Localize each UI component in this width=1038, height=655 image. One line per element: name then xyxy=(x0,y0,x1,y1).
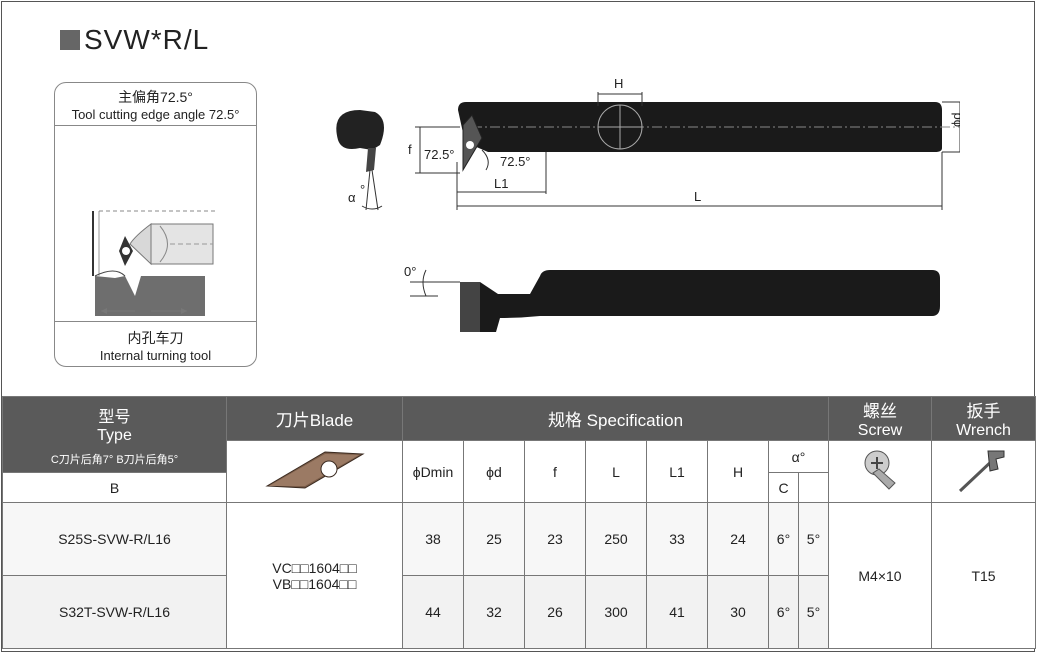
dim-l1-label: L1 xyxy=(494,176,508,191)
blade-header: 刀片Blade xyxy=(226,396,403,441)
wrench-icon xyxy=(958,450,1004,493)
row-f: 26 xyxy=(524,575,586,649)
row-l1: 41 xyxy=(646,575,708,649)
zero-angle-label: 0° xyxy=(404,264,416,279)
screw-header-en: Screw xyxy=(857,422,903,439)
col-l-header: L xyxy=(585,440,647,503)
row-f: 23 xyxy=(524,502,586,576)
blade-header-label: 刀片Blade xyxy=(275,411,354,430)
type-header-en: Type xyxy=(97,426,132,444)
angle-info-box: 主偏角72.5° Tool cutting edge angle 72.5° 内… xyxy=(54,82,257,367)
insert-icon xyxy=(264,451,365,489)
row-l: 300 xyxy=(585,575,647,649)
col-h-header: H xyxy=(707,440,769,503)
spec-table: 型号 Type C刀片后角7° B刀片后角5° 刀片Blade 规格 Speci… xyxy=(2,396,1036,649)
side-view: 0° xyxy=(404,264,940,332)
table-row: S32T-SVW-R/L16 44 32 26 300 41 30 6° 5° xyxy=(2,575,1036,649)
technical-drawing: α ° H ϕd f 72.5° 72.5° L1 xyxy=(336,76,960,332)
col-alpha-header: α° xyxy=(768,440,829,473)
angle-footer-cn: 内孔车刀 xyxy=(127,330,184,346)
screw-icon xyxy=(864,450,896,490)
wrench-value: T15 xyxy=(931,502,1036,649)
row-h: 30 xyxy=(707,575,769,649)
type-header: 型号 Type C刀片后角7° B刀片后角5° xyxy=(2,396,227,473)
row-c: 5° xyxy=(798,502,829,576)
turning-illustration xyxy=(92,210,215,316)
blade-codes-cell: VC□□1604□□ VB□□1604□□ xyxy=(226,502,403,649)
spec-header-label: 规格 Specification xyxy=(547,411,684,430)
row-d: 32 xyxy=(463,575,525,649)
row-dmin: 44 xyxy=(402,575,464,649)
dim-h-label: H xyxy=(614,76,623,91)
row-b: 6° xyxy=(768,502,799,576)
blade-code-2: VB□□1604□□ xyxy=(272,575,357,592)
dim-l-label: L xyxy=(694,189,701,204)
row-d: 25 xyxy=(463,502,525,576)
row-dmin: 38 xyxy=(402,502,464,576)
alpha-label: α xyxy=(348,190,356,205)
col-f-header: f xyxy=(524,440,586,503)
type-header-note: C刀片后角7° B刀片后角5° xyxy=(50,453,179,466)
row-h: 24 xyxy=(707,502,769,576)
title-square-icon xyxy=(60,30,80,50)
row-c: 5° xyxy=(798,575,829,649)
top-view: H ϕd f 72.5° 72.5° L1 L xyxy=(408,76,960,210)
col-b-header: B xyxy=(2,472,227,503)
wrench-header: 扳手 Wrench xyxy=(931,396,1036,441)
col-dmin-header: ϕDmin xyxy=(402,440,464,503)
page-title: SVW*R/L xyxy=(84,24,210,55)
angle-footer-en: Internal turning tool xyxy=(99,348,212,363)
row-type: S25S-SVW-R/L16 xyxy=(2,502,227,576)
col-d-header: ϕd xyxy=(463,440,525,503)
angle-right-label: 72.5° xyxy=(500,154,531,169)
wrench-header-cn: 扳手 xyxy=(966,402,1001,421)
col-l1-header: L1 xyxy=(646,440,708,503)
alpha-deg-label: ° xyxy=(360,182,365,197)
row-b: 6° xyxy=(768,575,799,649)
angle-header-en: Tool cutting edge angle 72.5° xyxy=(71,107,240,122)
wrench-image-cell xyxy=(931,440,1036,503)
table-row: S25S-SVW-R/L16 VC□□1604□□ VB□□1604□□ 38 … xyxy=(2,502,1036,649)
wrench-header-en: Wrench xyxy=(956,422,1011,439)
row-l: 250 xyxy=(585,502,647,576)
screw-value: M4×10 xyxy=(828,502,932,649)
spec-header: 规格 Specification xyxy=(402,396,829,441)
end-view: α ° xyxy=(336,110,384,211)
angle-header-cn: 主偏角72.5° xyxy=(118,89,193,105)
screw-image-cell xyxy=(828,440,932,503)
dim-d-label: ϕd xyxy=(949,112,960,127)
blade-code-1: VC□□1604□□ xyxy=(272,559,357,576)
screw-header: 螺丝 Screw xyxy=(828,396,932,441)
dim-f-label: f xyxy=(408,142,412,157)
angle-box-header: 主偏角72.5° Tool cutting edge angle 72.5° xyxy=(55,83,256,126)
blade-image-cell xyxy=(226,440,403,503)
col-c-header: C xyxy=(768,472,799,503)
type-header-cn: 型号 xyxy=(98,408,131,426)
angle-left-label: 72.5° xyxy=(424,147,455,162)
screw-header-cn: 螺丝 xyxy=(863,402,897,421)
title-block: SVW*R/L xyxy=(60,24,209,56)
row-type: S32T-SVW-R/L16 xyxy=(2,575,227,649)
row-l1: 33 xyxy=(646,502,708,576)
angle-box-footer: 内孔车刀 Internal turning tool xyxy=(55,321,256,366)
